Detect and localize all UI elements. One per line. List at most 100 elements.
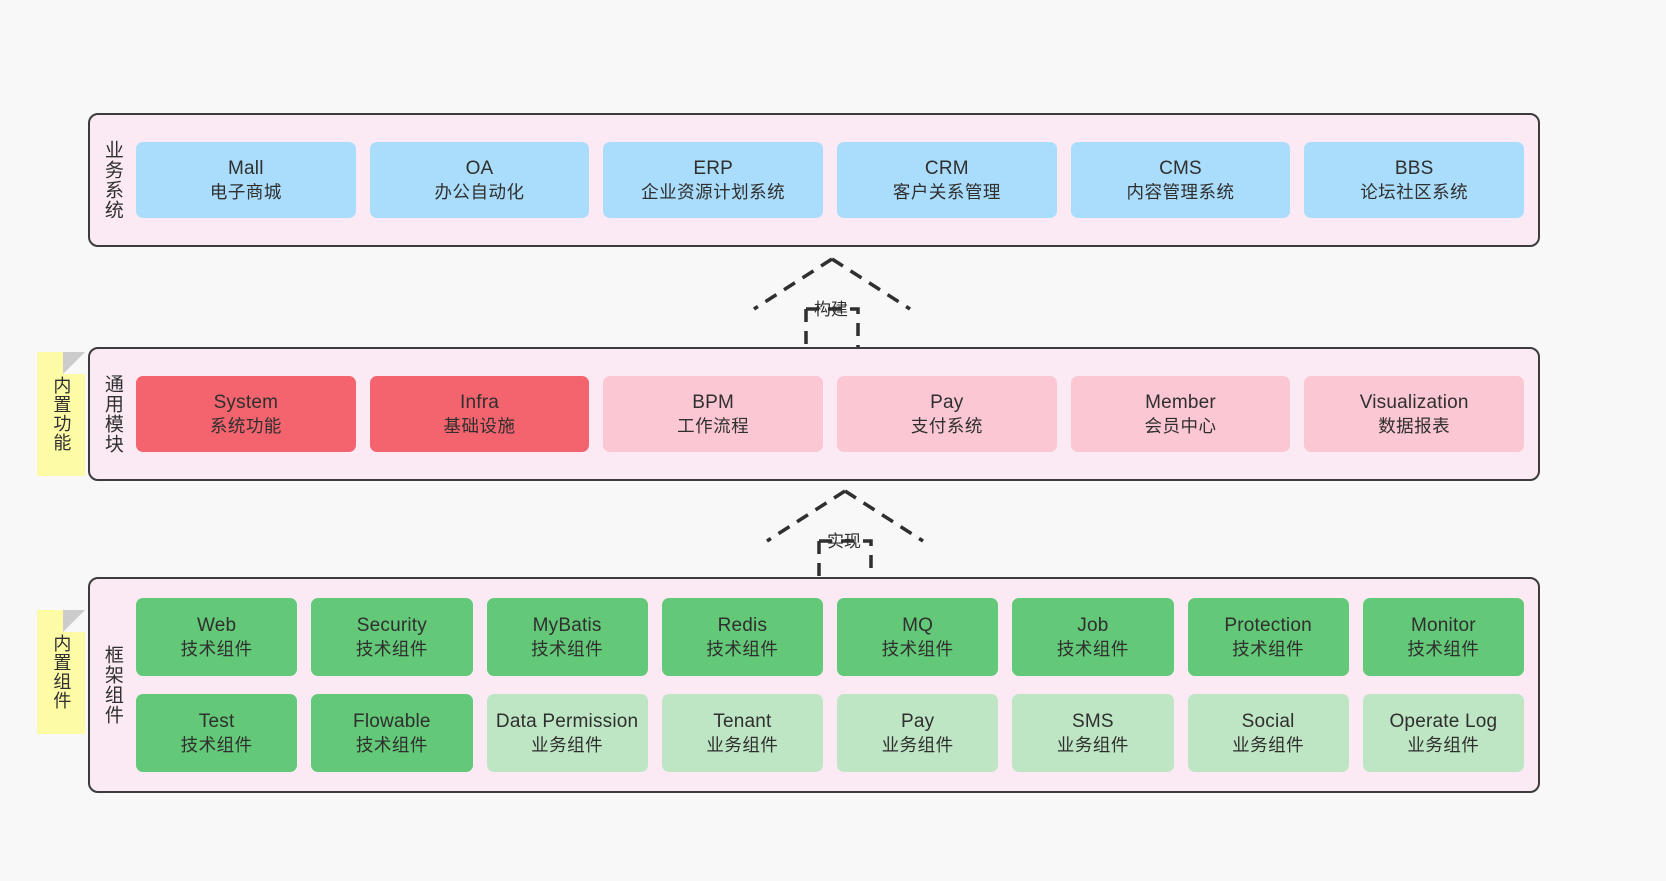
card-subtitle: 基础设施: [443, 415, 516, 436]
card-subtitle: 支付系统: [910, 415, 983, 436]
card-subtitle: 数据报表: [1378, 415, 1451, 436]
card-subtitle: 技术组件: [706, 638, 779, 659]
card-title: BBS: [1394, 157, 1434, 179]
card-subtitle: 技术组件: [355, 734, 428, 755]
card-subtitle: 业务组件: [881, 734, 954, 755]
card-title: Redis: [717, 614, 768, 636]
layer-label-common-modules: 通用模块: [101, 374, 123, 454]
card-title: CMS: [1159, 157, 1202, 179]
arrow-build: 构建: [752, 255, 912, 351]
card-title: OA: [465, 157, 494, 179]
card-title: Member: [1145, 391, 1216, 413]
sticky-note-builtin-components: 内置组件: [37, 610, 85, 734]
card-subtitle: 技术组件: [355, 638, 428, 659]
card-subtitle: 办公自动化: [434, 181, 525, 202]
card-subtitle: 业务组件: [1232, 734, 1305, 755]
sticky-note-builtin-features: 内置功能: [37, 352, 85, 476]
arrow-implement: 实现: [765, 487, 925, 583]
card-title: Pay: [900, 710, 935, 732]
card-title: Social: [1241, 710, 1295, 732]
card-title: Mall: [228, 157, 264, 179]
card-subtitle: 工作流程: [677, 415, 750, 436]
card-title: Test: [198, 710, 235, 732]
card-title: Flowable: [353, 710, 431, 732]
card-subtitle: 企业资源计划系统: [641, 181, 786, 202]
card-subtitle: 技术组件: [881, 638, 954, 659]
card-title: Job: [1077, 614, 1109, 636]
card-title: Data Permission: [495, 710, 639, 732]
arrow-build-label: 构建: [814, 300, 848, 319]
card-subtitle: 技术组件: [1056, 638, 1129, 659]
card-subtitle: 电子商城: [209, 181, 282, 202]
card-subtitle: 技术组件: [1232, 638, 1305, 659]
card-title: MQ: [902, 614, 934, 636]
card-subtitle: 系统功能: [209, 415, 282, 436]
card-subtitle: 论坛社区系统: [1360, 181, 1469, 202]
card-subtitle: 技术组件: [531, 638, 604, 659]
arrow-implement-label: 实现: [827, 532, 861, 551]
card-subtitle: 客户关系管理: [892, 181, 1001, 202]
card-title: Web: [196, 614, 237, 636]
card-title: MyBatis: [532, 614, 602, 636]
card-title: Infra: [459, 391, 500, 413]
layer-label-business-systems: 业务系统: [101, 140, 123, 220]
card-title: Visualization: [1359, 391, 1469, 413]
card-subtitle: 业务组件: [706, 734, 779, 755]
arrow-build-glyph: [753, 257, 911, 351]
card-title: CRM: [924, 157, 969, 179]
card-title: System: [213, 391, 279, 413]
layer-label-framework-components: 框架组件: [101, 645, 123, 725]
card-subtitle: 技术组件: [1407, 638, 1480, 659]
card-title: Tenant: [713, 710, 772, 732]
card-title: Security: [356, 614, 427, 636]
card-title: BPM: [692, 391, 735, 413]
card-subtitle: 业务组件: [1056, 734, 1129, 755]
card-title: Pay: [930, 391, 964, 413]
card-title: Operate Log: [1389, 710, 1498, 732]
card-title: ERP: [693, 157, 734, 179]
card-title: Monitor: [1410, 614, 1476, 636]
card-subtitle: 会员中心: [1144, 415, 1217, 436]
card-title: SMS: [1071, 710, 1114, 732]
card-title: Protection: [1224, 614, 1312, 636]
card-subtitle: 技术组件: [180, 734, 253, 755]
